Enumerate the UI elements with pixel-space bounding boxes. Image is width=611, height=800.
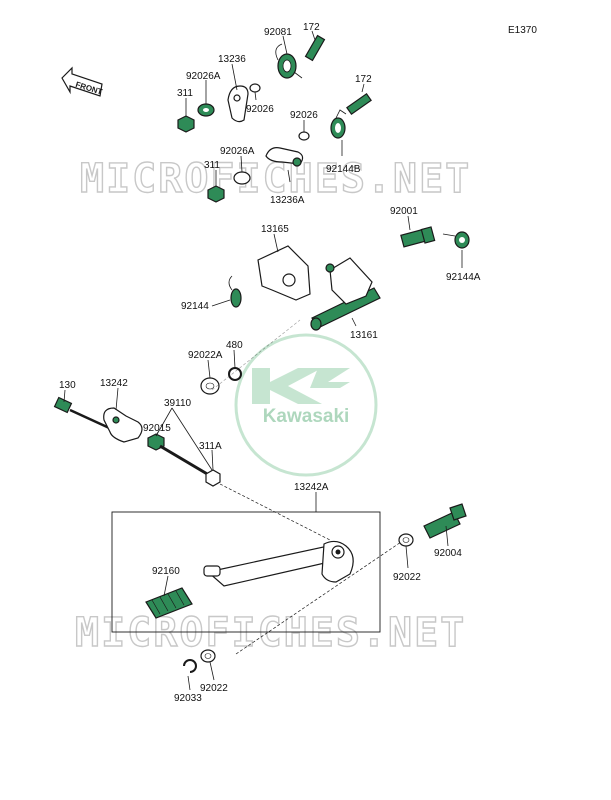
leader-lines: [63, 30, 463, 691]
label-13161: 13161: [350, 330, 378, 341]
washer-92026-b: [298, 131, 310, 141]
label-92144: 92144: [181, 301, 209, 312]
label-92026A-mid: 92026A: [220, 146, 255, 157]
label-13165: 13165: [261, 224, 289, 235]
label-172-right: 172: [355, 74, 372, 85]
nut-311-a: [177, 115, 195, 133]
rod-end-13242: [103, 407, 143, 443]
spring-92144: [228, 275, 242, 308]
label-92022-right: 92022: [393, 572, 421, 583]
assembly-box-13242A: [111, 511, 381, 633]
label-13236: 13236: [218, 54, 246, 65]
bolt-92004: [423, 503, 467, 539]
pedal-lever-13242A: [203, 540, 354, 587]
label-92026-right: 92026: [290, 110, 318, 121]
plate-13165: [257, 245, 311, 301]
rod-39110: [159, 444, 215, 480]
washer-92026-a: [249, 83, 261, 93]
label-92081: 92081: [264, 27, 292, 38]
label-92144A: 92144A: [446, 272, 481, 283]
bolt-92001: [400, 226, 436, 248]
label-311-top: 311: [177, 88, 193, 99]
bracket-13236: [227, 85, 249, 123]
pin-172-right: [346, 93, 372, 115]
spring-92144A: [442, 231, 470, 249]
spring-92081: [275, 43, 303, 79]
washer-92026A-b: [233, 171, 251, 185]
label-92022A: 92022A: [188, 350, 223, 361]
pedal-rubber-92160: [145, 587, 193, 619]
label-92144B: 92144B: [326, 164, 361, 175]
label-92033: 92033: [174, 693, 202, 704]
label-311A: 311A: [199, 441, 222, 452]
kawasaki-logo: Kawasaki: [234, 333, 378, 477]
label-92001: 92001: [390, 206, 418, 217]
label-92015: 92015: [143, 423, 171, 434]
watermark-bottom: MICROFICHES.NET: [75, 610, 466, 656]
logo-text: Kawasaki: [263, 406, 350, 427]
label-13236A: 13236A: [270, 195, 305, 206]
watermark-top: MICROFICHES.NET: [80, 156, 471, 202]
label-92022-bottom: 92022: [200, 683, 228, 694]
front-arrow-icon: FRONT: [61, 66, 104, 97]
diagram-code: E1370: [508, 25, 537, 36]
label-172-top: 172: [303, 22, 320, 33]
label-130: 130: [59, 380, 76, 391]
part-labels: 92081 172 13236 92026A 311 92026 172 920…: [59, 22, 481, 704]
circlip-92033: [183, 659, 197, 673]
label-39110: 39110: [164, 398, 192, 409]
label-92026A-top: 92026A: [186, 71, 221, 82]
nut-311A: [205, 469, 221, 487]
nut-311-b: [207, 185, 225, 203]
label-92160: 92160: [152, 566, 180, 577]
label-92026-left: 92026: [246, 104, 274, 115]
label-13242: 13242: [100, 378, 128, 389]
label-311-mid: 311: [204, 160, 220, 171]
circlip-480: [228, 367, 242, 381]
spring-92144B: [330, 109, 347, 139]
label-480: 480: [226, 340, 243, 351]
pin-172-top: [304, 34, 326, 62]
label-92004: 92004: [434, 548, 462, 559]
shaft-13161: [310, 257, 381, 331]
label-13242A: 13242A: [294, 482, 329, 493]
